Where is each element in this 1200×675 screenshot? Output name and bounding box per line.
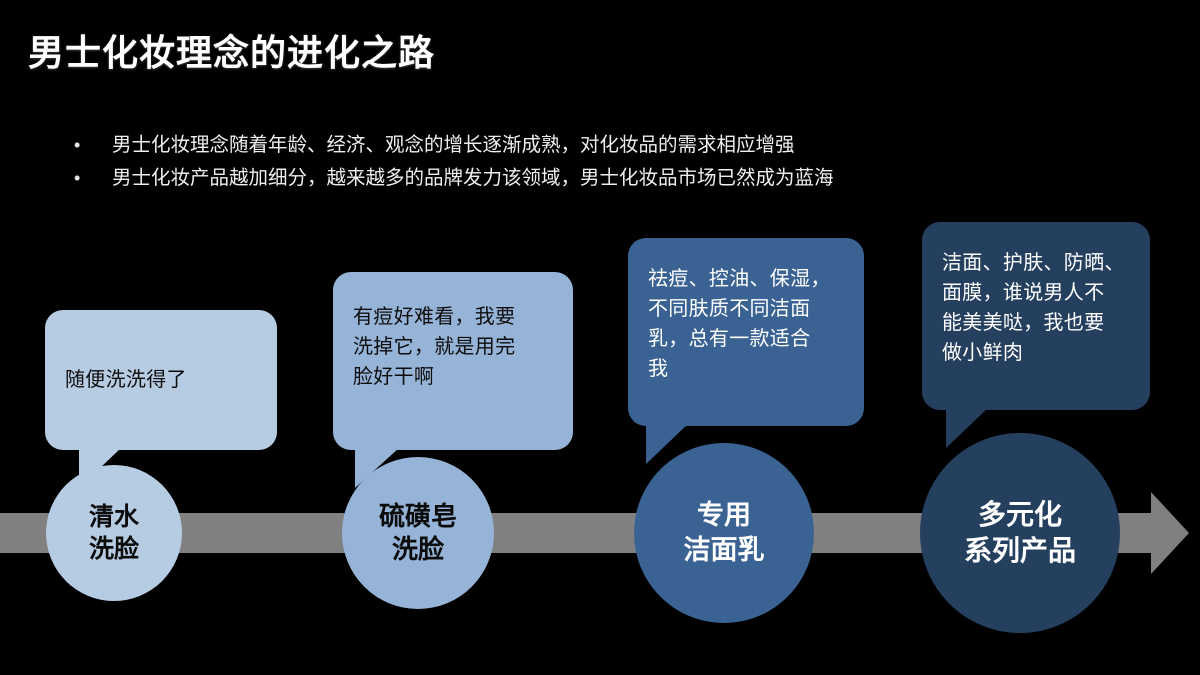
bubble-line: 面膜，谁说男人不 — [942, 282, 1105, 304]
bubble-line: 洁面、护肤、防晒、 — [942, 252, 1125, 274]
bubble-line: 洗掉它，就是用完 — [353, 336, 516, 358]
bullet-list: • 男士化妆理念随着年龄、经济、观念的增长逐渐成熟，对化妆品的需求相应增强 • … — [70, 132, 1130, 198]
bubble-line: 祛痘、控油、保湿， — [648, 268, 831, 290]
stage-label-line: 洁面乳 — [683, 535, 765, 565]
stage-label-line: 洗脸 — [88, 535, 139, 563]
stage-label-line: 洗脸 — [391, 534, 444, 564]
stage-label-line: 多元化 — [977, 499, 1062, 531]
timeline-stage-circle-1: 清水 洗脸 — [46, 465, 182, 601]
stage-label-line: 系列产品 — [963, 535, 1076, 566]
arrow-right-icon — [1105, 492, 1189, 574]
bullet-text: 男士化妆产品越加细分，越来越多的品牌发力该领域，男士化妆品市场已然成为蓝海 — [112, 167, 834, 189]
timeline-stage-circle-4: 多元化 系列产品 — [920, 433, 1120, 633]
bullet-text: 男士化妆理念随着年龄、经济、观念的增长逐渐成熟，对化妆品的需求相应增强 — [112, 134, 795, 156]
list-item: • 男士化妆产品越加细分，越来越多的品牌发力该领域，男士化妆品市场已然成为蓝海 — [70, 165, 1130, 191]
bubble-line: 做小鲜肉 — [942, 342, 1024, 364]
bubble-line: 不同肤质不同洁面 — [648, 298, 811, 320]
speech-bubble-stage-2: 有痘好难看，我要 洗掉它，就是用完 脸好干啊 — [333, 272, 573, 488]
list-item: • 男士化妆理念随着年龄、经济、观念的增长逐渐成熟，对化妆品的需求相应增强 — [70, 132, 1130, 158]
bubble-line: 能美美哒，我也要 — [942, 312, 1105, 334]
bubble-line: 随便洗洗得了 — [65, 369, 187, 391]
bubble-line: 我 — [648, 358, 669, 380]
speech-bubble-stage-4: 洁面、护肤、防晒、 面膜，谁说男人不 能美美哒，我也要 做小鲜肉 — [922, 222, 1150, 448]
bubble-line: 乳，总有一款适合 — [648, 328, 811, 350]
speech-bubble-stage-1: 随便洗洗得了 — [45, 310, 277, 488]
stage-label-line: 专用 — [697, 500, 751, 531]
bullet-marker-icon: • — [74, 168, 81, 188]
speech-bubble-stage-3: 祛痘、控油、保湿， 不同肤质不同洁面 乳，总有一款适合 我 — [628, 238, 864, 464]
bubble-line: 有痘好难看，我要 — [353, 306, 516, 328]
bubble-line: 脸好干啊 — [353, 366, 435, 388]
stage-label-line: 硫磺皂 — [378, 500, 457, 531]
page-title: 男士化妆理念的进化之路 — [28, 32, 436, 73]
timeline-stage-circle-3: 专用 洁面乳 — [634, 443, 814, 623]
timeline-stage-circle-2: 硫磺皂 洗脸 — [342, 457, 494, 609]
bullet-marker-icon: • — [74, 135, 81, 155]
stage-label-line: 清水 — [88, 503, 139, 531]
